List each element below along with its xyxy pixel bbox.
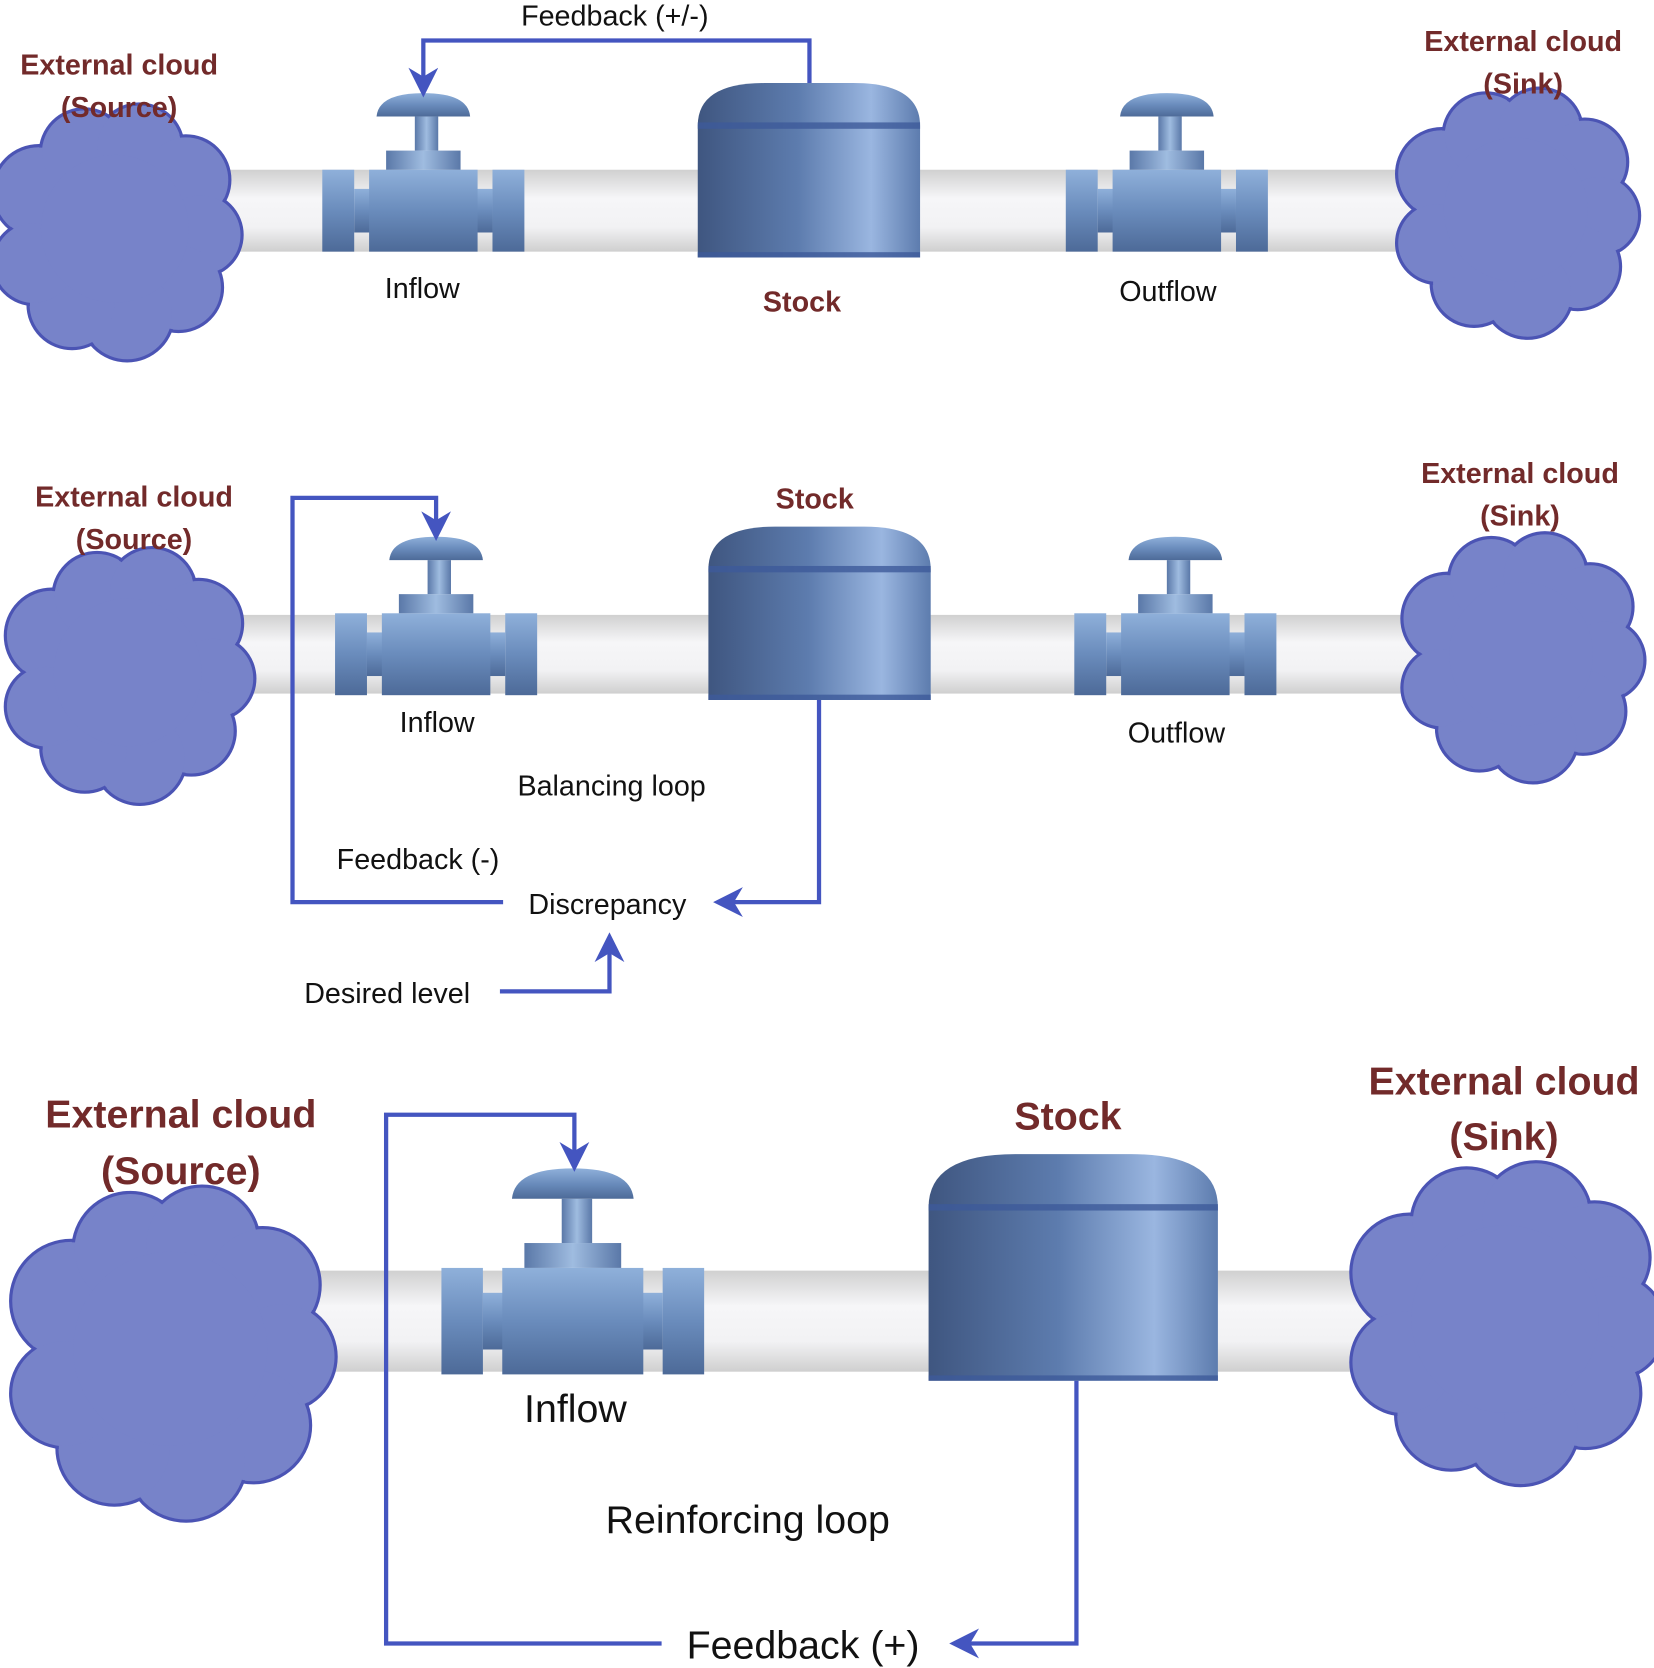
inflow-label: Inflow	[385, 273, 460, 305]
tank-band	[708, 565, 931, 573]
sink-cloud-label: External cloud	[1368, 1060, 1639, 1104]
stock-tank-icon	[928, 1154, 1218, 1381]
cloud-lobe-fill	[1443, 137, 1588, 282]
valve-body	[502, 1267, 644, 1375]
stock-tank-icon	[708, 526, 931, 700]
sink-cloud-sublabel: (Sink)	[1480, 501, 1560, 533]
valve-handle	[1120, 93, 1214, 117]
stock-label: Stock	[1014, 1095, 1121, 1139]
valve-stem	[427, 560, 451, 595]
pipe	[255, 1270, 1405, 1372]
desired-level-arrow	[499, 932, 625, 994]
valve-flange	[662, 1267, 705, 1375]
valve-stem	[414, 116, 439, 151]
sink-cloud-label: External cloud	[1424, 26, 1622, 58]
cloud-icon	[3, 545, 257, 807]
tank-body	[928, 1154, 1218, 1381]
source-cloud-sublabel: (Source)	[61, 92, 177, 124]
valve-flange	[322, 169, 355, 252]
cloud-icon	[1400, 531, 1647, 785]
tank-body	[697, 83, 921, 258]
source-cloud-label: External cloud	[35, 481, 233, 513]
cloud-lobe-fill	[40, 154, 189, 303]
feedback-label: Feedback (-)	[337, 844, 500, 876]
outflow-label: Outflow	[1119, 276, 1217, 308]
valve-body	[369, 169, 478, 252]
stock-label: Stock	[763, 287, 841, 319]
source-cloud-label: External cloud	[20, 50, 218, 82]
valve-flange	[492, 169, 525, 252]
sink-cloud-sublabel: (Sink)	[1449, 1115, 1558, 1159]
cloud-icon	[0, 102, 244, 363]
valve-stem	[1166, 560, 1191, 595]
source-cloud-sublabel: (Source)	[76, 524, 192, 556]
valve-flange	[335, 613, 367, 696]
inflow-label: Inflow	[524, 1387, 627, 1431]
tank-base	[708, 694, 931, 700]
panel-2: External cloud (Source) External cloud (…	[35, 458, 1619, 1010]
feedback-arrow	[383, 1112, 662, 1646]
desired-level-label: Desired level	[304, 978, 470, 1010]
stock-label: Stock	[776, 484, 854, 516]
stock-tank-icon	[697, 83, 921, 258]
valve-flange	[441, 1267, 483, 1375]
source-cloud-label: External cloud	[45, 1093, 316, 1137]
tank-body	[708, 526, 931, 700]
outflow-label: Outflow	[1128, 718, 1226, 750]
sink-cloud-sublabel: (Sink)	[1483, 69, 1563, 101]
valve-flange	[1065, 169, 1098, 252]
loop-label: Balancing loop	[517, 771, 705, 803]
panel-3: External cloud (Source) External cloud (…	[45, 1060, 1639, 1668]
tank-band	[928, 1204, 1218, 1211]
cloud-icon	[9, 1184, 338, 1523]
valve-stem	[561, 1198, 593, 1244]
tank-base	[697, 252, 921, 258]
panel-1: Feedback (+/-) External cloud (Source) E…	[20, 1, 1622, 319]
feedback-arrow	[290, 495, 504, 905]
valve-icon	[441, 1168, 705, 1375]
source-cloud-sublabel: (Source)	[101, 1149, 261, 1193]
sink-cloud-label: External cloud	[1421, 458, 1619, 490]
inflow-label: Inflow	[400, 707, 475, 739]
valve-icon	[1065, 93, 1268, 252]
feedback-label: Feedback (+)	[687, 1623, 920, 1667]
valve-body	[1112, 169, 1222, 252]
valve-handle	[376, 93, 471, 117]
valve-flange	[1244, 613, 1277, 696]
tank-base	[928, 1375, 1218, 1381]
stock-to-feedback-arrow	[949, 1380, 1079, 1659]
valve-icon	[322, 93, 525, 252]
cloud-icon	[1349, 1160, 1654, 1488]
valve-body	[381, 613, 491, 696]
valve-handle	[511, 1168, 634, 1199]
valve-flange	[1235, 169, 1268, 252]
valve-icon	[1074, 536, 1277, 696]
cloud-lobe-fill	[73, 1251, 268, 1446]
valve-bonnet	[1138, 594, 1213, 614]
valve-stem	[1158, 116, 1182, 151]
valve-handle	[1128, 536, 1223, 561]
discrepancy-label: Discrepancy	[528, 889, 687, 921]
cloud-lobe-fill	[1449, 582, 1593, 727]
valve-bonnet	[524, 1243, 622, 1268]
valve-flange	[1074, 613, 1107, 696]
valve-body	[1121, 613, 1230, 696]
valve-handle	[389, 536, 483, 561]
valve-icon	[335, 536, 538, 696]
valve-flange	[505, 613, 538, 696]
cloud-icon	[1394, 86, 1642, 340]
feedback-label: Feedback (+/-)	[521, 1, 708, 33]
tank-band	[697, 122, 921, 129]
valve-bonnet	[1129, 150, 1205, 170]
valve-bonnet	[398, 594, 474, 614]
stock-to-discrepancy-arrow	[713, 699, 822, 917]
valve-bonnet	[386, 150, 461, 170]
cloud-lobe-fill	[53, 598, 202, 747]
feedback-arrow	[408, 38, 812, 98]
cloud-lobe-fill	[1411, 1225, 1599, 1413]
loop-label: Reinforcing loop	[606, 1498, 890, 1542]
